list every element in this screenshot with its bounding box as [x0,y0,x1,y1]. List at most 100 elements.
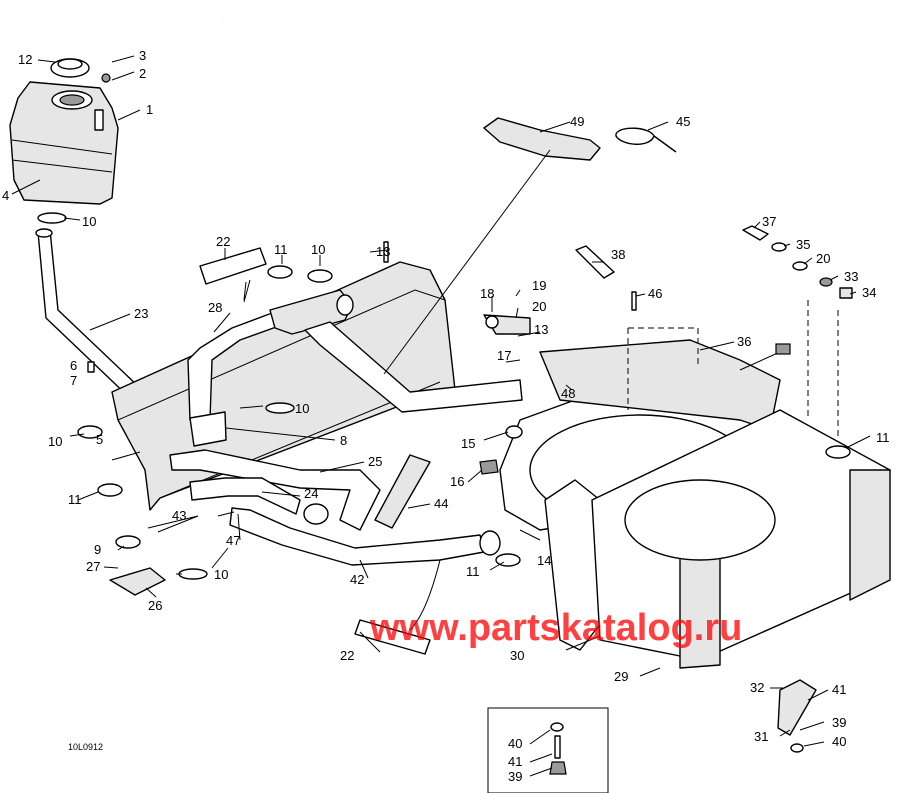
callout-13: 13 [534,322,548,337]
inset-screw [554,735,561,759]
inset-washer [550,722,564,732]
callout-39: 39 [832,715,846,730]
leader-lines [11,55,871,777]
callout-38: 38 [611,247,625,262]
callout-20: 20 [532,299,546,314]
hose-clamp [97,483,123,497]
outlet-ring [303,503,329,525]
washer-20 [792,261,808,271]
screw-13 [383,241,389,263]
callout-2: 2 [139,66,146,81]
hose-clip [101,73,111,83]
callout-39: 39 [508,769,522,784]
callout-10: 10 [82,214,96,229]
callout-20: 20 [816,251,830,266]
sleeve-bottom [354,619,431,655]
hose-clamp [265,402,295,414]
callout-11: 11 [274,242,288,257]
callout-7: 7 [70,373,77,388]
hose-clamp [307,269,333,283]
callout-16: 16 [450,474,464,489]
callout-40: 40 [508,736,522,751]
nut-33 [819,277,833,287]
callout-42: 42 [350,572,364,587]
lower-washer [790,743,804,753]
callout-29: 29 [614,669,628,684]
reservoir-neck-inner [59,94,85,106]
reservoir-hose-end [35,228,53,238]
callout-25: 25 [368,454,382,469]
cable-tie [615,127,677,153]
callout-11: 11 [876,430,890,445]
callout-48: 48 [561,386,575,401]
callout-13: 13 [376,244,390,259]
lower-hose-end [479,530,501,556]
bolt-37 [742,225,769,241]
washer-35 [771,242,787,252]
corrugated-sleeve-lower [374,454,431,529]
callout-11: 11 [68,492,82,507]
pressure-cap-top [57,58,83,70]
callout-36: 36 [737,334,751,349]
callout-10: 10 [295,401,309,416]
callout-37: 37 [762,214,776,229]
spacer-34 [839,287,853,299]
hose-clamp [37,212,67,224]
grommet-15 [505,425,523,439]
callout-49: 49 [570,114,584,129]
clip-16 [479,459,499,475]
sensor-wire [739,351,781,371]
hose-clamp [267,265,293,279]
callout-30: 30 [510,648,524,663]
screw-46 [631,291,637,311]
callout-45: 45 [676,114,690,129]
callout-8: 8 [340,433,347,448]
coolant-reservoir [9,81,119,205]
callout-33: 33 [844,269,858,284]
detail-inset-box [487,707,609,793]
callout-11: 11 [466,564,480,579]
hose-clamp [77,425,103,439]
radiator-tank-right [849,469,891,601]
callout-5: 5 [96,432,103,447]
temperature-sensor [775,343,791,355]
callout-32: 32 [750,680,764,695]
callout-40: 40 [832,734,846,749]
callout-26: 26 [148,598,162,613]
callout-22: 22 [340,648,354,663]
vent-hose-inner [102,6,223,73]
callout-24: 24 [304,486,318,501]
callout-47: 47 [226,533,240,548]
radiator-fan [624,479,776,561]
small-bracket [777,679,817,736]
callout-19: 19 [532,278,546,293]
return-hose [304,321,523,413]
reservoir-fitting [94,109,104,131]
clamp-bracket [109,567,166,596]
callout-6: 6 [70,358,77,373]
callout-10: 10 [48,434,62,449]
hose-clamp [178,568,208,580]
callout-3: 3 [139,48,146,63]
callout-12: 12 [18,52,32,67]
callout-4: 4 [2,188,9,203]
callout-43: 43 [172,508,186,523]
connector-end [336,294,354,316]
callout-41: 41 [832,682,846,697]
inset-nut [549,761,567,775]
callout-9: 9 [94,542,101,557]
callout-1: 1 [146,102,153,117]
callout-10: 10 [311,242,325,257]
screw-6 [87,361,95,373]
reservoir-strap [11,139,113,173]
callout-27: 27 [86,559,100,574]
callout-23: 23 [134,306,148,321]
mounting-reference-line [627,300,839,440]
callout-10: 10 [214,567,228,582]
callout-31: 31 [754,729,768,744]
callout-44: 44 [434,496,448,511]
hose-clamp [825,445,851,459]
callout-41: 41 [508,754,522,769]
callout-14: 14 [537,553,551,568]
